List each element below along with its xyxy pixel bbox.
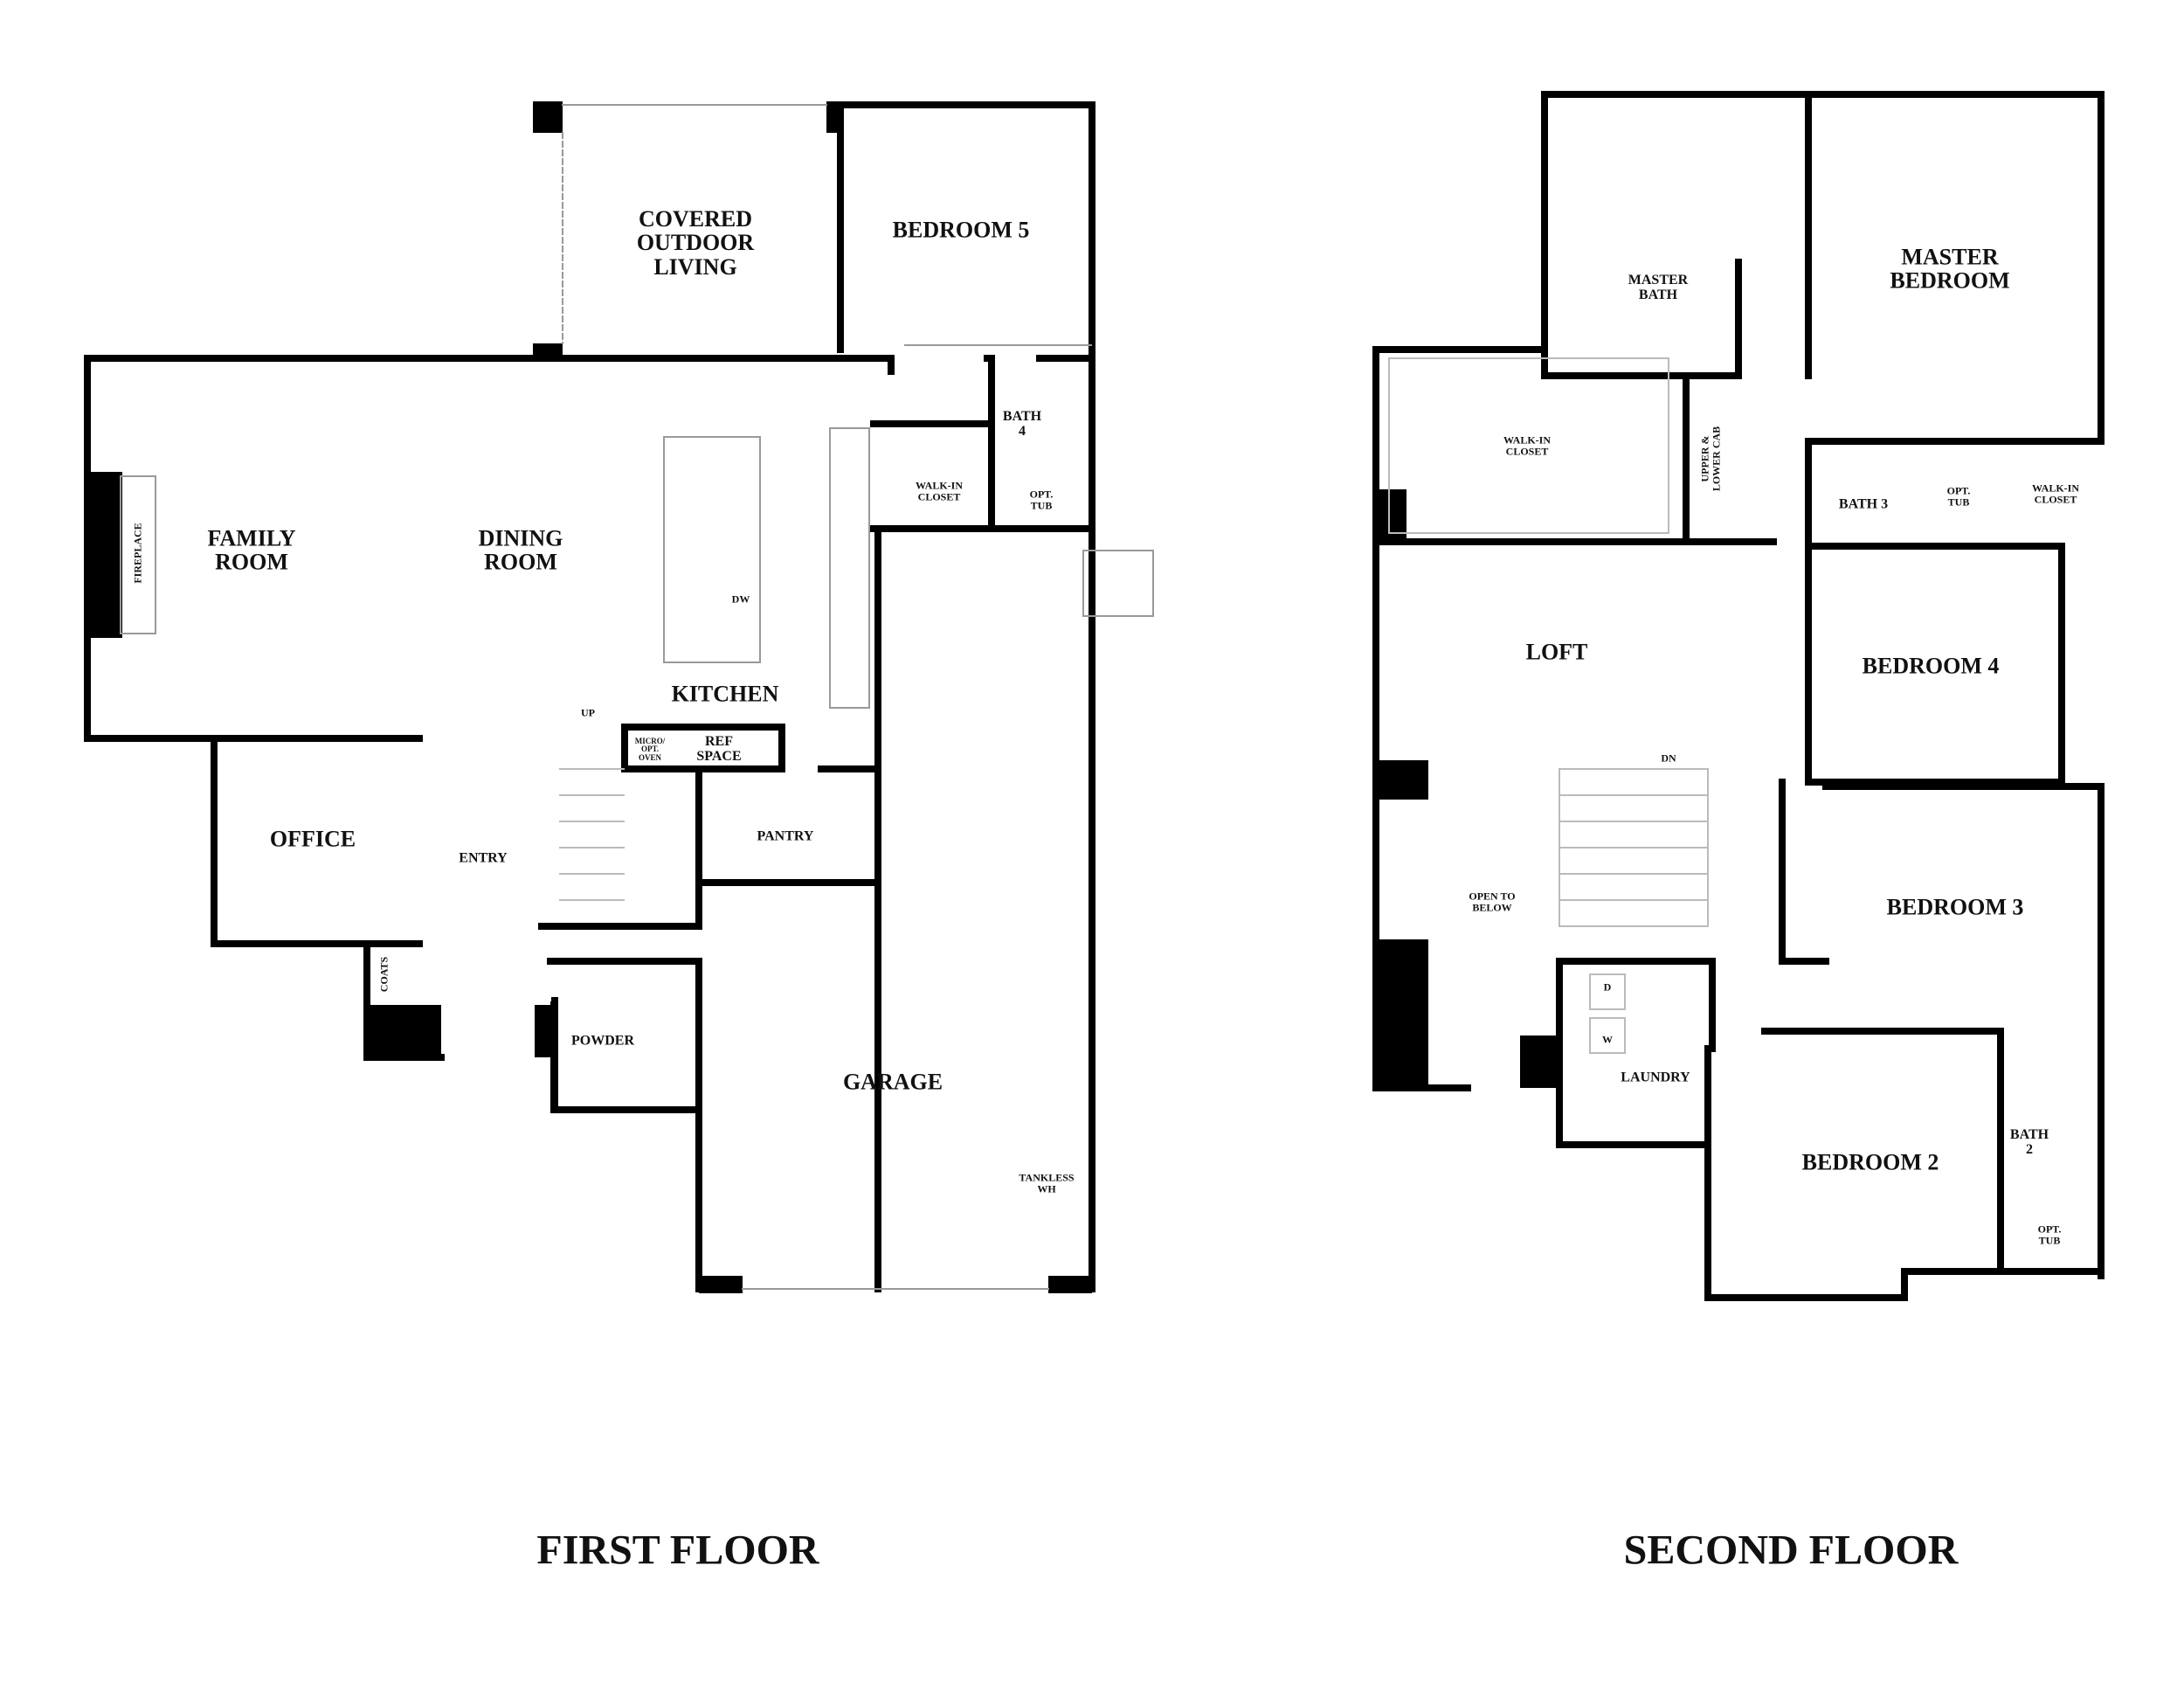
room-master-bath: MASTER BATH: [1628, 273, 1689, 302]
room-loft: LOFT: [1525, 639, 1588, 665]
room-covered-outdoor-living: COVERED OUTDOOR LIVING: [636, 206, 755, 280]
first-floor-title: FIRST FLOOR: [536, 1527, 819, 1574]
room-bedroom-2: BEDROOM 2: [1801, 1149, 1939, 1175]
dryer-label: D: [1603, 980, 1612, 994]
second-floor-title: SECOND FLOOR: [1623, 1527, 1959, 1574]
room-bath-3: BATH 3: [1838, 496, 1889, 512]
tankless-water-heater-label: TANKLESS WH: [1019, 1171, 1075, 1195]
room-walk-in-closet-bed4: WALK-IN CLOSET: [2031, 481, 2080, 505]
opt-tub-bath-3: OPT. TUB: [1946, 484, 1971, 508]
first-floor-walls: [84, 101, 1095, 1293]
dishwasher-label: DW: [731, 592, 750, 606]
room-master-walk-in-closet: WALK-IN CLOSET: [1503, 433, 1552, 457]
upper-lower-cab-label: UPPER & LOWER CAB: [1698, 426, 1722, 492]
micro-opt-oven-label: MICRO/ OPT. OVEN: [634, 736, 666, 762]
room-pantry: PANTRY: [757, 828, 814, 844]
room-garage: GARAGE: [842, 1069, 943, 1095]
washer-label: W: [1602, 1033, 1613, 1046]
second-floor-fixtures: [1388, 357, 1709, 1054]
room-entry: ENTRY: [459, 850, 508, 866]
opt-tub-bath-4: OPT. TUB: [1029, 488, 1054, 511]
room-family-room: FAMILY ROOM: [207, 525, 296, 575]
stairs-up-label: UP: [581, 706, 595, 719]
room-master-bedroom: MASTER BEDROOM: [1890, 244, 2010, 294]
room-bath-4: BATH 4: [1002, 409, 1042, 439]
room-kitchen: KITCHEN: [671, 681, 779, 707]
open-to-below-label: OPEN TO BELOW: [1469, 890, 1516, 913]
room-office: OFFICE: [269, 826, 356, 852]
room-bedroom-4: BEDROOM 4: [1862, 653, 2000, 679]
coats-closet-label: COATS: [377, 956, 390, 993]
opt-tub-bath-2: OPT. TUB: [2037, 1223, 2062, 1246]
room-walk-in-closet-1: WALK-IN CLOSET: [915, 479, 964, 502]
ref-space-label: REF SPACE: [696, 734, 742, 764]
room-powder: POWDER: [571, 1033, 634, 1049]
room-dining-room: DINING ROOM: [478, 525, 563, 575]
room-bedroom-3: BEDROOM 3: [1886, 894, 2024, 920]
fireplace-label: FIREPLACE: [131, 523, 144, 584]
second-floor-walls: [1372, 91, 2105, 1301]
room-bath-2: BATH 2: [2009, 1127, 2049, 1157]
first-floor-fixtures: [559, 344, 1154, 901]
room-laundry: LAUNDRY: [1621, 1070, 1690, 1085]
room-bedroom-5: BEDROOM 5: [892, 217, 1030, 243]
stairs-down-label: DN: [1661, 752, 1676, 765]
